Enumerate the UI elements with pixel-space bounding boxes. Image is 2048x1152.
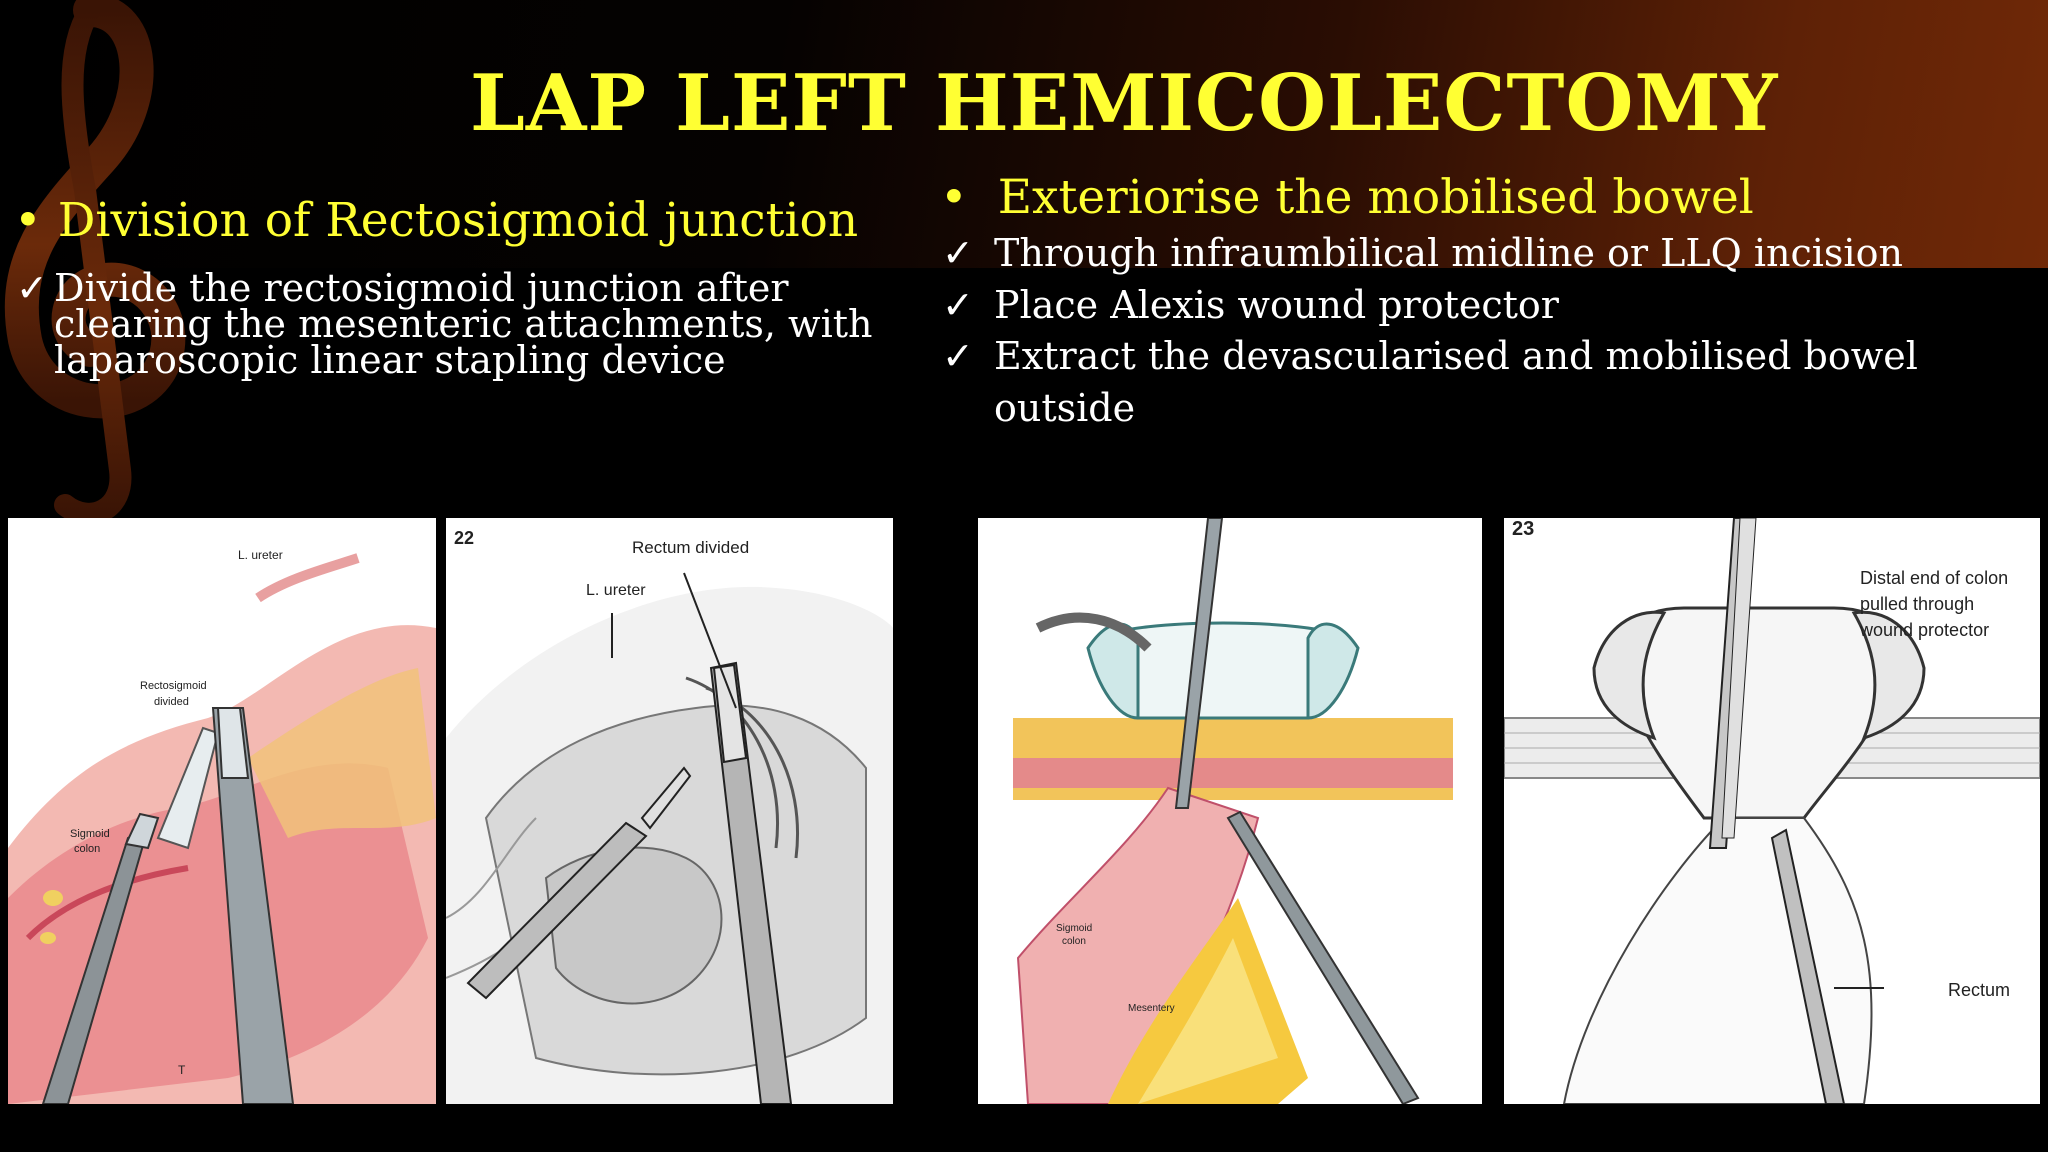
label-divided: divided xyxy=(154,696,189,708)
check-icon: ✓ xyxy=(16,266,48,310)
right-bullet-1-text: Through infraumbilical midline or LLQ in… xyxy=(994,231,1903,275)
figure-number: 22 xyxy=(454,528,475,548)
left-heading-text: Division of Rectosigmoid junction xyxy=(57,193,859,248)
right-bullet-3: ✓ Extract the devascularised and mobilise… xyxy=(942,336,1918,376)
right-bullet-3-continuation: outside xyxy=(994,386,1136,430)
label-l-ureter: L. ureter xyxy=(238,548,283,562)
check-icon: ✓ xyxy=(942,334,974,378)
figure-exteriorise-bowel: Sigmoid colon Mesentery xyxy=(978,518,1482,1104)
label-rectum-divided: Rectum divided xyxy=(632,538,750,557)
figure-23-distal-colon: 23 Distal end of colon pulled through wo… xyxy=(1504,518,2040,1104)
label-sigmoid: Sigmoid xyxy=(1056,923,1093,934)
treble-clef-decoration xyxy=(4,0,186,525)
left-bullet-line-1: Divide the rectosigmoid junction after xyxy=(54,266,789,310)
label-colon: colon xyxy=(1062,936,1086,947)
label-t: T xyxy=(178,1063,186,1077)
label-distal-line-1: Distal end of colon xyxy=(1860,568,2009,588)
left-heading: • Division of Rectosigmoid junction xyxy=(14,193,858,248)
bullet-icon: • xyxy=(14,193,42,248)
right-bullet-1: ✓ Through infraumbilical midline or LLQ i… xyxy=(942,233,1903,273)
label-distal-line-2: pulled through xyxy=(1860,594,1975,614)
right-bullet-3-text: Extract the devascularised and mobilised… xyxy=(994,334,1918,378)
label-distal-line-3: wound protector xyxy=(1860,620,1990,640)
label-mesentery: Mesentery xyxy=(1128,1003,1175,1014)
label-colon: colon xyxy=(74,843,101,855)
figure-22-rectum-divided: 22 Rectum divided L. ureter xyxy=(446,518,893,1104)
check-icon: ✓ xyxy=(942,231,974,275)
right-heading-text: Exteriorise the mobilised bowel xyxy=(997,170,1754,225)
figure-number: 23 xyxy=(1512,518,1535,540)
surgical-illustration-4 xyxy=(1504,518,2040,1104)
label-rectosigmoid: Rectosigmoid xyxy=(140,680,207,692)
right-bullet-2: ✓ Place Alexis wound protector xyxy=(942,285,1559,325)
left-bullet-line-3: laparoscopic linear stapling device xyxy=(54,338,726,382)
surgical-illustration-2 xyxy=(446,572,893,1104)
slide-title: LAP LEFT HEMICOLECTOMY xyxy=(470,58,1779,149)
bullet-icon: • xyxy=(940,170,968,225)
label-sigmoid: Sigmoid xyxy=(70,828,110,840)
left-bullet: ✓Divide the rectosigmoid junction after … xyxy=(16,266,873,379)
left-bullet-line-2: clearing the mesenteric attachments, wit… xyxy=(54,302,873,346)
surgical-illustration-3 xyxy=(1013,518,1453,1104)
right-heading: • Exteriorise the mobilised bowel xyxy=(940,170,1754,225)
label-rectum: Rectum xyxy=(1948,980,2011,1000)
surgical-illustration-1 xyxy=(8,553,436,1104)
figure-rectosigmoid-division: L. ureter Rectosigmoid divided Sigmoid c… xyxy=(8,518,436,1104)
label-l-ureter: L. ureter xyxy=(586,582,646,599)
right-bullet-2-text: Place Alexis wound protector xyxy=(994,283,1559,327)
check-icon: ✓ xyxy=(942,283,974,327)
